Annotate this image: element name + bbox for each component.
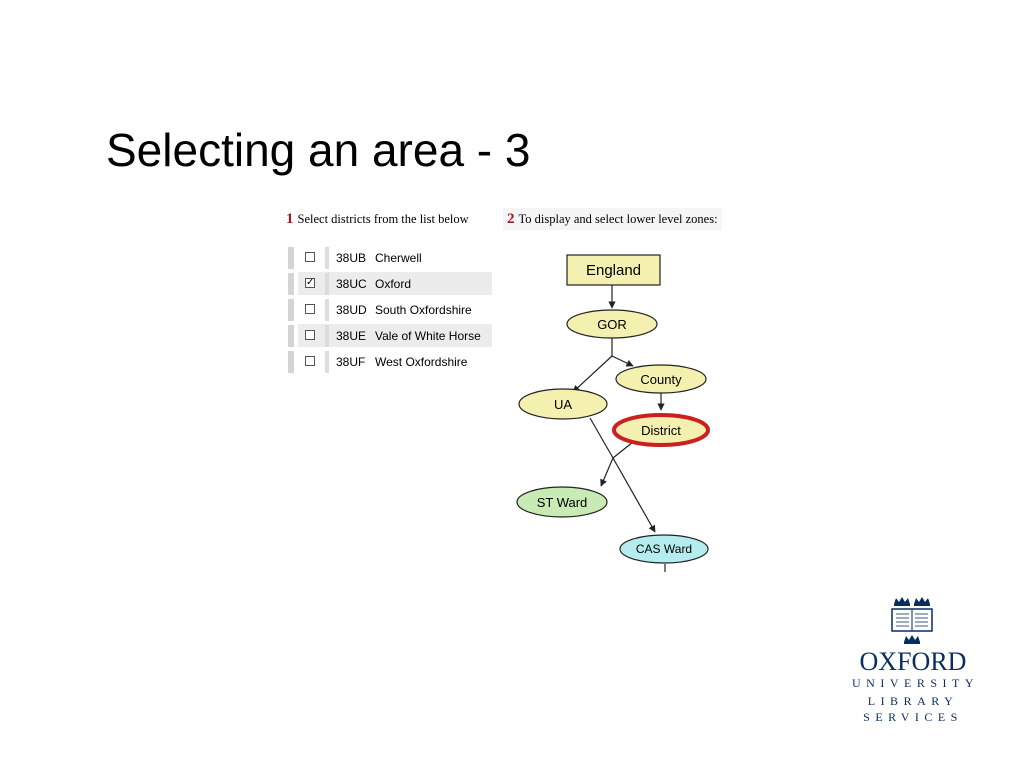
slide-title: Selecting an area - 3: [106, 124, 531, 176]
row-highlight: [298, 272, 492, 295]
row-highlight: [298, 324, 492, 347]
zone-node-st-ward[interactable]: ST Ward: [516, 486, 608, 518]
step-2-text: To display and select lower level zones:: [518, 212, 718, 226]
row-divider: [288, 299, 294, 321]
zone-label: UA: [554, 397, 572, 412]
district-row[interactable]: 38UB Cherwell: [288, 245, 498, 271]
logo-line-library: LIBRARY: [867, 694, 959, 708]
logo-line-services: SERVICES: [863, 710, 963, 724]
zone-label: District: [641, 423, 681, 438]
crown-book-shield-icon: [891, 597, 933, 644]
zone-label: ST Ward: [537, 495, 588, 510]
row-divider: [288, 247, 294, 269]
row-divider: [288, 325, 294, 347]
zone-hierarchy-diagram: England GOR County UA District ST Ward C…: [516, 254, 710, 572]
district-name: Cherwell: [375, 251, 422, 265]
oxford-university-library-services-logo: OXFORD UNIVERSITY LIBRARY SERVICES: [852, 596, 974, 728]
district-checkbox[interactable]: [305, 304, 315, 314]
district-name: West Oxfordshire: [375, 355, 468, 369]
district-name: South Oxfordshire: [375, 303, 472, 317]
row-divider: [325, 273, 329, 295]
district-row[interactable]: 38UD South Oxfordshire: [288, 297, 498, 323]
row-divider: [325, 351, 329, 373]
row-divider: [288, 273, 294, 295]
district-checkbox[interactable]: [305, 356, 315, 366]
district-checkbox[interactable]: [305, 330, 315, 340]
zone-label: County: [640, 372, 682, 387]
row-divider: [325, 325, 329, 347]
zone-node-county[interactable]: County: [615, 364, 707, 394]
logo-line-university: UNIVERSITY: [852, 676, 979, 690]
zone-node-district-selected[interactable]: District: [612, 413, 710, 447]
connector-lines: [572, 285, 666, 572]
district-name: Oxford: [375, 277, 412, 291]
logo-line-oxford: OXFORD: [859, 647, 967, 676]
step-1-number: 1: [286, 211, 294, 227]
zone-node-ua[interactable]: UA: [518, 388, 608, 420]
row-divider: [288, 351, 294, 373]
step-1-text: Select districts from the list below: [297, 212, 469, 226]
district-row[interactable]: 38UE Vale of White Horse: [288, 323, 498, 349]
district-code: 38UF: [336, 355, 366, 369]
district-code: 38UB: [336, 251, 367, 265]
district-code: 38UD: [336, 303, 367, 317]
row-divider: [325, 299, 329, 321]
district-list: 38UB Cherwell ✓ 38UC Oxford 38UD South O…: [288, 245, 498, 375]
zone-label: England: [586, 262, 641, 279]
zone-label: CAS Ward: [636, 542, 692, 556]
zone-node-cas-ward[interactable]: CAS Ward: [619, 534, 709, 564]
district-code: 38UE: [336, 329, 367, 343]
district-name: Vale of White Horse: [375, 329, 481, 343]
district-row[interactable]: 38UF West Oxfordshire: [288, 349, 498, 375]
step-2-number: 2: [507, 211, 515, 227]
district-row[interactable]: ✓ 38UC Oxford: [288, 271, 498, 297]
district-code: 38UC: [336, 277, 367, 291]
zone-node-gor[interactable]: GOR: [566, 309, 658, 339]
zone-label: GOR: [597, 317, 627, 332]
row-divider: [325, 247, 329, 269]
zone-node-england[interactable]: England: [566, 254, 661, 286]
district-checkbox[interactable]: ✓: [305, 277, 315, 288]
district-checkbox[interactable]: [305, 252, 315, 262]
